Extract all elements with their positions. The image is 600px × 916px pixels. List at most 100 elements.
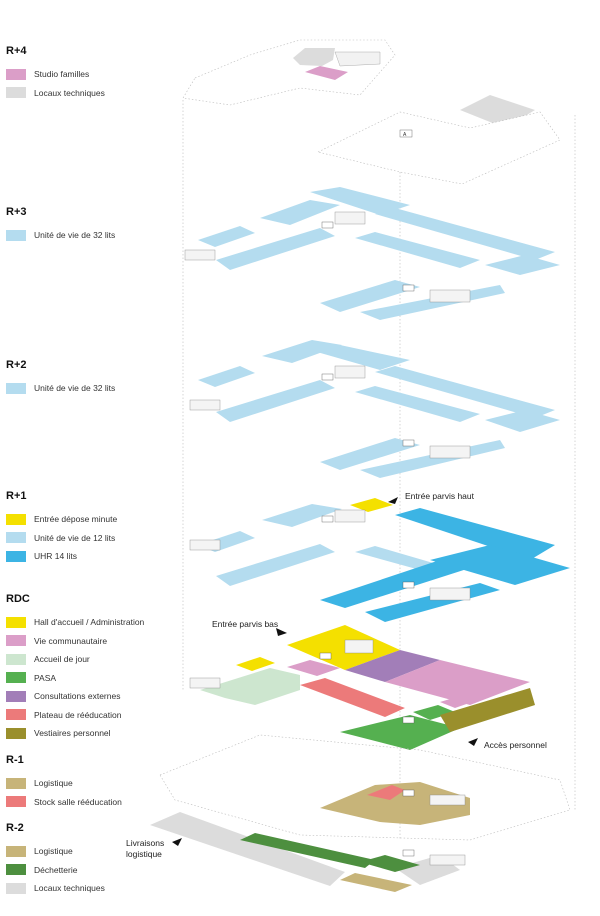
r2-wing-8 bbox=[320, 438, 420, 470]
legend-swatch bbox=[6, 653, 26, 665]
callout-entree-parvis-haut: Entrée parvis haut bbox=[388, 491, 475, 504]
r3-stair-marker-2 bbox=[402, 284, 415, 292]
legend-item: Locaux techniques bbox=[6, 84, 105, 103]
legend-swatch bbox=[6, 635, 26, 647]
legend-swatch bbox=[6, 777, 26, 789]
legend-level-title: R-1 bbox=[6, 754, 24, 766]
legend-swatch bbox=[6, 690, 26, 702]
legend-label: Studio familles bbox=[34, 69, 90, 80]
rdc-plateau-reeducation bbox=[300, 678, 405, 717]
legend-item: Plateau de rééducation bbox=[6, 706, 144, 725]
r3-wing-3 bbox=[198, 226, 255, 247]
legend-label: Logistique bbox=[34, 846, 73, 857]
r2-stair-marker bbox=[321, 373, 334, 381]
legend-label: Locaux techniques bbox=[34, 87, 105, 98]
legend-item: Consultations externes bbox=[6, 687, 144, 706]
legend-swatch bbox=[6, 796, 26, 808]
legend-level-title: R-2 bbox=[6, 822, 24, 834]
legend-item: Unité de vie de 32 lits bbox=[6, 226, 115, 245]
rdc-stair-marker bbox=[319, 652, 332, 660]
legend-label: Plateau de rééducation bbox=[34, 709, 122, 720]
r3-wing-1 bbox=[260, 200, 340, 225]
r1-uhr-3 bbox=[320, 560, 470, 608]
legend-label: Unité de vie de 32 lits bbox=[34, 230, 116, 241]
legend-item: Studio familles bbox=[6, 65, 105, 84]
legend-item: Vestiaires personnel bbox=[6, 724, 144, 743]
legend-label: Consultations externes bbox=[34, 691, 121, 702]
arrow-icon bbox=[388, 497, 398, 504]
legend-level-title: R+2 bbox=[6, 359, 27, 371]
r2-core-2 bbox=[189, 399, 221, 411]
legend-swatch bbox=[6, 382, 26, 394]
r-1-stock-reeducation bbox=[367, 785, 405, 800]
legend-level-title: R+1 bbox=[6, 490, 27, 502]
rdc-hall-accueil bbox=[287, 625, 400, 670]
rdc-vie-comm-small bbox=[440, 696, 475, 708]
legend-label: Vie communautaire bbox=[34, 635, 108, 646]
r4-locaux-techniques bbox=[293, 48, 335, 66]
callout-entree-parvis-bas-label: Entrée parvis bas bbox=[212, 619, 278, 629]
r3-wing-2 bbox=[310, 187, 410, 215]
r2-wing-5 bbox=[375, 366, 555, 418]
arrow-icon bbox=[468, 738, 478, 746]
legend-swatch bbox=[6, 87, 26, 99]
r2-core-1 bbox=[334, 365, 366, 379]
r4-stair-marker-label: A bbox=[403, 132, 407, 138]
level-r2-plan bbox=[189, 340, 560, 478]
r3-wing-5 bbox=[375, 208, 555, 260]
r3-core-3 bbox=[429, 289, 471, 303]
r1-wing-5 bbox=[355, 546, 440, 570]
legend-level-title: R+3 bbox=[6, 206, 27, 218]
callout-acces-personnel-label: Accès personnel bbox=[484, 740, 547, 750]
r4-studio-familles bbox=[305, 66, 348, 80]
level-r-2-plan bbox=[150, 812, 466, 892]
arrow-icon bbox=[276, 628, 287, 636]
rdc-consultations-externes bbox=[345, 650, 440, 682]
legend-item: Stock salle rééducation bbox=[6, 793, 122, 812]
rdc-core-2 bbox=[189, 677, 221, 689]
r1-entree-depose-minute bbox=[350, 498, 393, 512]
r2-stair-marker-2 bbox=[402, 439, 415, 447]
level-r4-plan: A bbox=[182, 39, 561, 185]
rdc-vie-communautaire-2 bbox=[287, 660, 340, 676]
r-1-core bbox=[429, 794, 466, 806]
legend-level-title: RDC bbox=[6, 593, 30, 605]
r2-wing-2 bbox=[310, 345, 410, 370]
level-r3-plan bbox=[184, 187, 560, 320]
callout-entree-parvis-haut-label: Entrée parvis haut bbox=[405, 491, 475, 501]
legend-label: PASA bbox=[34, 672, 57, 683]
rdc-core-1 bbox=[344, 639, 374, 654]
legend-label: Accueil de jour bbox=[34, 654, 90, 665]
r4-terrace-outline bbox=[317, 111, 561, 185]
rdc-vie-communautaire bbox=[385, 660, 530, 705]
rdc-vestiaires-personnel bbox=[440, 688, 535, 732]
rdc-hall-small bbox=[236, 657, 275, 671]
r3-wing-6 bbox=[355, 232, 480, 268]
legend-item: PASA bbox=[6, 669, 144, 688]
callout-livraisons-label-2: logistique bbox=[126, 849, 162, 859]
r2-wing-6 bbox=[355, 386, 480, 422]
legend-swatch bbox=[6, 68, 26, 80]
level-r-1-plan bbox=[159, 734, 571, 841]
r3-wing-4 bbox=[216, 228, 335, 270]
r-2-dechetterie-2 bbox=[360, 855, 420, 872]
legend-level-title: R+4 bbox=[6, 45, 27, 57]
arrow-icon bbox=[172, 838, 182, 846]
legend-label: Unité de vie de 32 lits bbox=[34, 383, 116, 394]
r3-wing-7 bbox=[485, 255, 560, 275]
legend-swatch bbox=[6, 550, 26, 562]
legend-item: Logistique bbox=[6, 842, 105, 861]
r2-wing-1 bbox=[262, 340, 342, 363]
legend-item: Déchetterie bbox=[6, 861, 105, 880]
legend-item: Vie communautaire bbox=[6, 632, 144, 651]
legend-item: Entrée dépose minute bbox=[6, 510, 117, 529]
callout-livraisons-label-1: Livraisons bbox=[126, 838, 164, 848]
legend-swatch bbox=[6, 709, 26, 721]
legend-item: Accueil de jour bbox=[6, 650, 144, 669]
r1-core-1 bbox=[334, 509, 366, 523]
